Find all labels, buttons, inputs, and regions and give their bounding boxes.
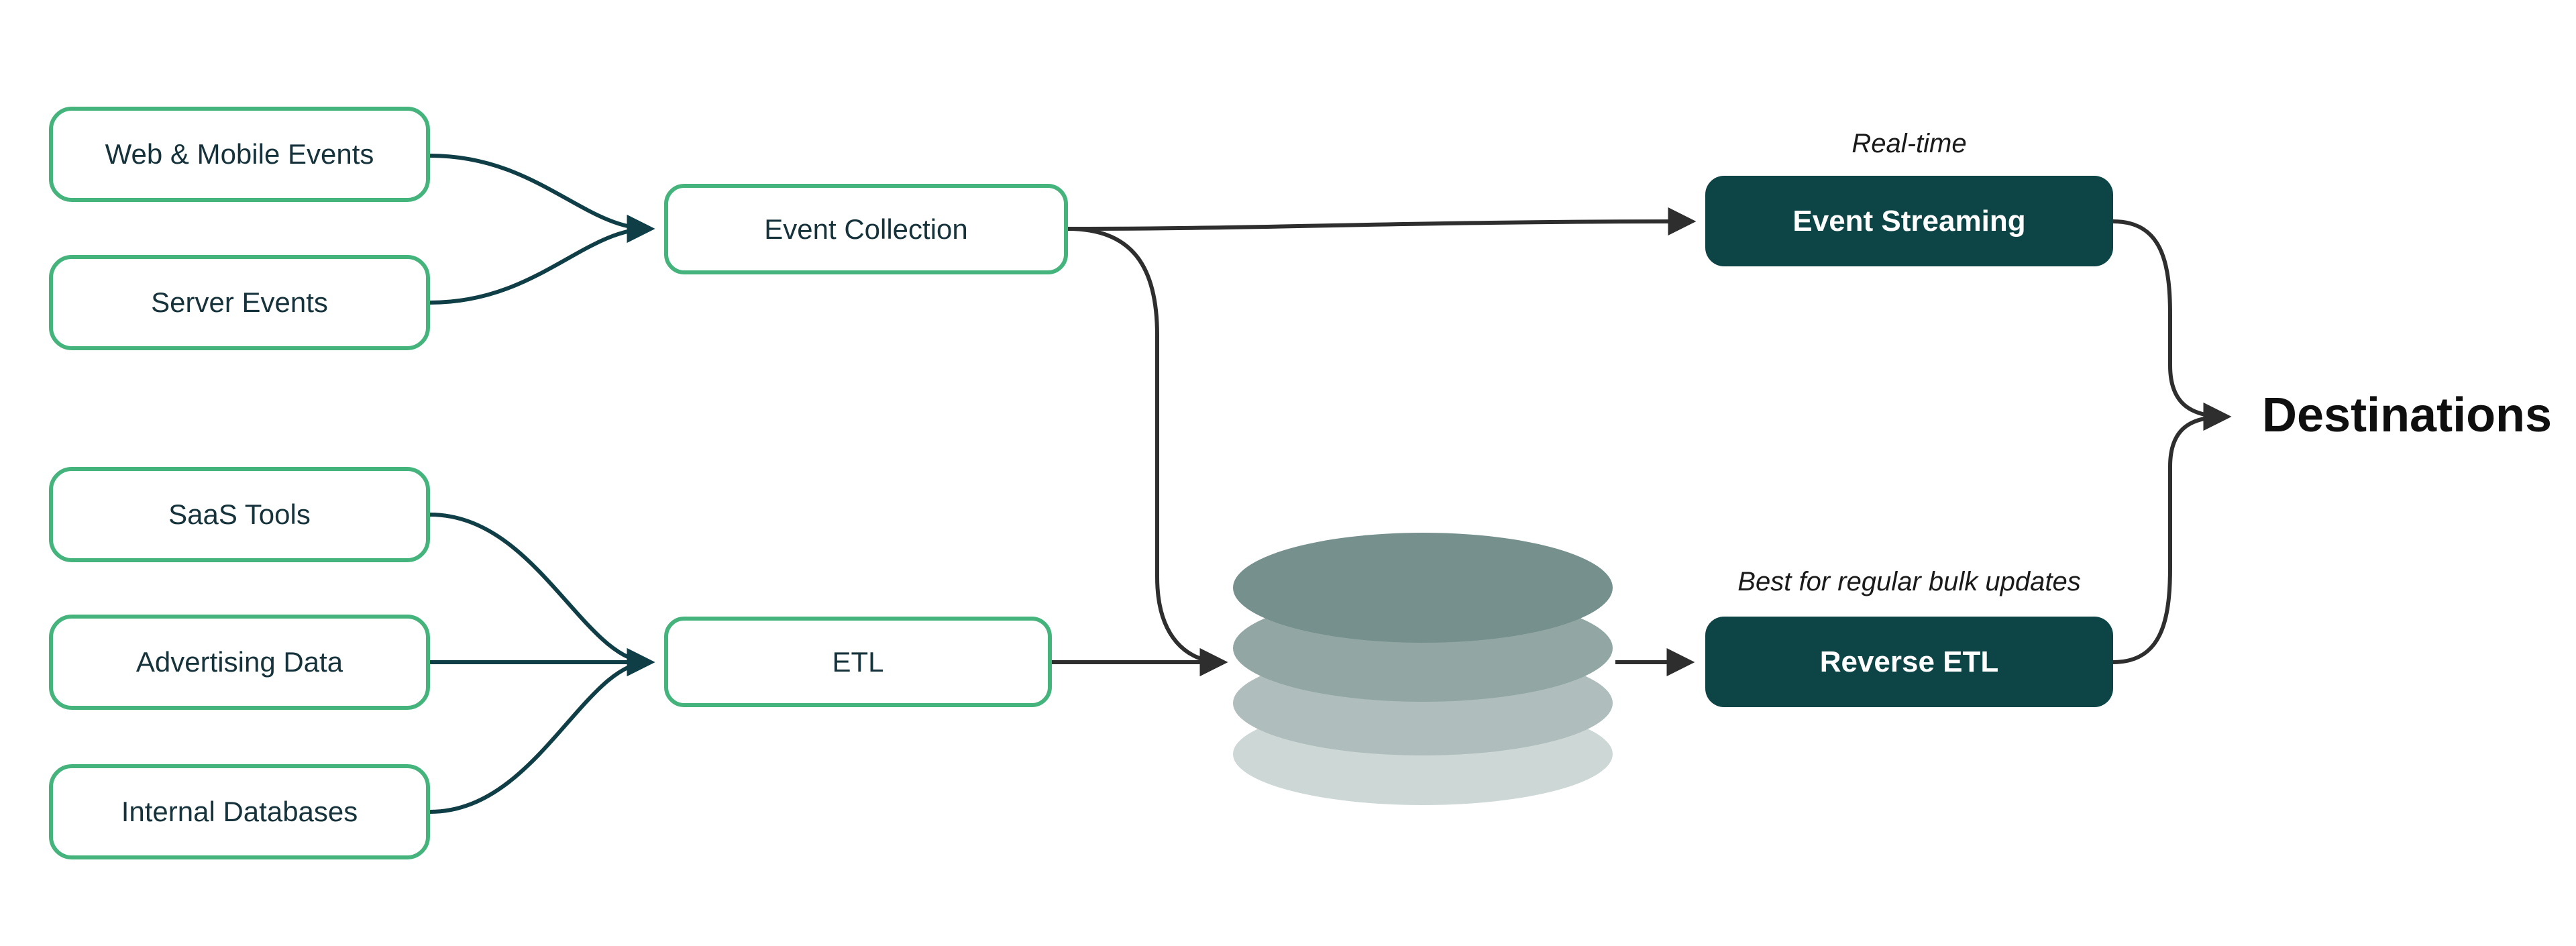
node-reverse-etl: Reverse ETL [1705,617,2113,707]
node-etl: ETL [664,617,1052,707]
node-event-collection: Event Collection [664,184,1068,274]
pipeline-arrows [1052,207,2232,676]
node-event-streaming: Event Streaming [1705,176,2113,266]
node-internal-databases: Internal Databases [49,764,430,859]
annotation-real-time: Real-time [1851,129,1967,158]
arrow-saas-tools-to-etl [429,513,655,676]
arrow-internal-databases-to-etl [429,648,655,814]
destinations-label: Destinations [2262,388,2553,442]
database-icon [1233,533,1613,805]
source-arrows [429,154,655,814]
node-web-mobile-events: Web & Mobile Events [49,107,430,202]
arrow-server-events-to-event-collection [429,215,655,305]
arrow-web-mobile-to-event-collection [429,154,655,243]
node-saas-tools: SaaS Tools [49,467,430,562]
node-advertising-data: Advertising Data [49,615,430,710]
annotation-bulk-updates: Best for regular bulk updates [1737,567,2081,596]
arrow-reverse-etl-to-destinations [2112,403,2232,664]
arrow-event-streaming-to-destinations [2112,219,2232,431]
node-server-events: Server Events [49,255,430,350]
arrow-event-collection-to-database [1067,227,1228,676]
arrow-event-collection-to-event-streaming [1067,207,1697,236]
